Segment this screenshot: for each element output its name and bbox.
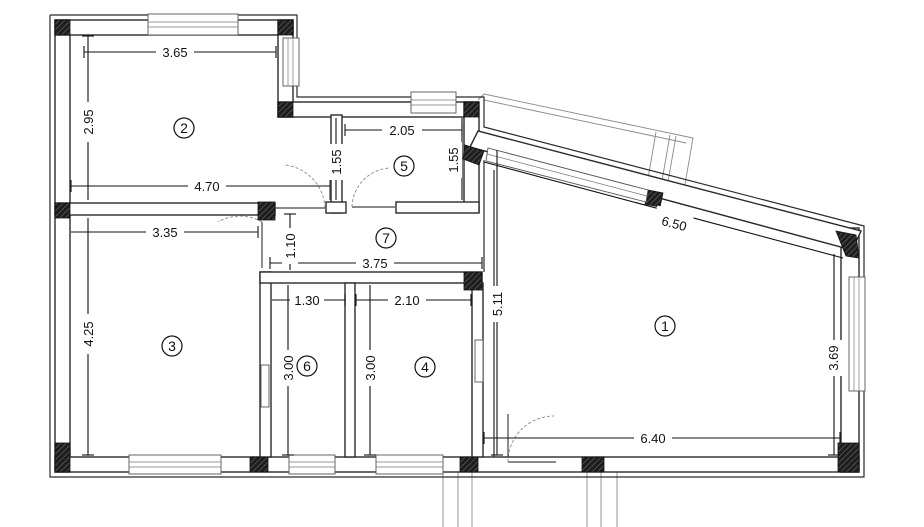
dim-room1-height-right: 3.69 — [826, 345, 841, 370]
room-tag-5: 5 — [393, 155, 415, 177]
svg-text:6: 6 — [303, 358, 311, 374]
dim-room5-height-left: 1.55 — [329, 149, 344, 174]
doors — [217, 160, 556, 463]
structural-columns — [54, 19, 860, 473]
dim-room5-height-right: 1.55 — [446, 147, 461, 172]
dimension-labels: 3.65 2.95 2.05 1.55 1.55 4.70 3.35 4.25 … — [80, 44, 842, 446]
dim-room3-height: 4.25 — [81, 321, 96, 346]
outer-walls — [49, 14, 865, 478]
svg-text:7: 7 — [382, 230, 390, 246]
terrace-outline — [442, 93, 694, 527]
room-tag-1: 1 — [654, 315, 676, 337]
interior-walls — [54, 114, 495, 458]
svg-text:4: 4 — [421, 359, 429, 375]
windows — [128, 13, 866, 475]
dim-hall-height: 1.10 — [283, 233, 298, 258]
dim-room2-height: 2.95 — [81, 109, 96, 134]
dim-room1-diagonal: 6.50 — [660, 213, 688, 234]
dim-upper-span: 4.70 — [194, 179, 219, 194]
dim-room6-width: 1.30 — [294, 293, 319, 308]
dim-room4-height: 3.00 — [363, 355, 378, 380]
dim-room2-width: 3.65 — [162, 45, 187, 60]
dim-room4-width: 2.10 — [394, 293, 419, 308]
dim-hall-width: 3.75 — [362, 256, 387, 271]
svg-text:2: 2 — [180, 120, 188, 136]
dim-room1-width-bottom: 6.40 — [640, 431, 665, 446]
svg-text:3: 3 — [168, 338, 176, 354]
room-tag-4: 4 — [414, 356, 436, 378]
room-tag-7: 7 — [375, 227, 397, 249]
room-tag-6: 6 — [296, 355, 318, 377]
svg-text:5: 5 — [400, 158, 408, 174]
dim-room3-width: 3.35 — [152, 225, 177, 240]
dim-room5-width: 2.05 — [389, 123, 414, 138]
svg-text:1: 1 — [661, 318, 669, 334]
dim-room6-height: 3.00 — [281, 355, 296, 380]
dim-room1-height-left: 5.11 — [490, 292, 505, 316]
room-tags: 1 2 3 4 5 6 7 — [161, 117, 676, 378]
dimension-lines — [70, 35, 844, 456]
room-tag-3: 3 — [161, 335, 183, 357]
room-tag-2: 2 — [173, 117, 195, 139]
